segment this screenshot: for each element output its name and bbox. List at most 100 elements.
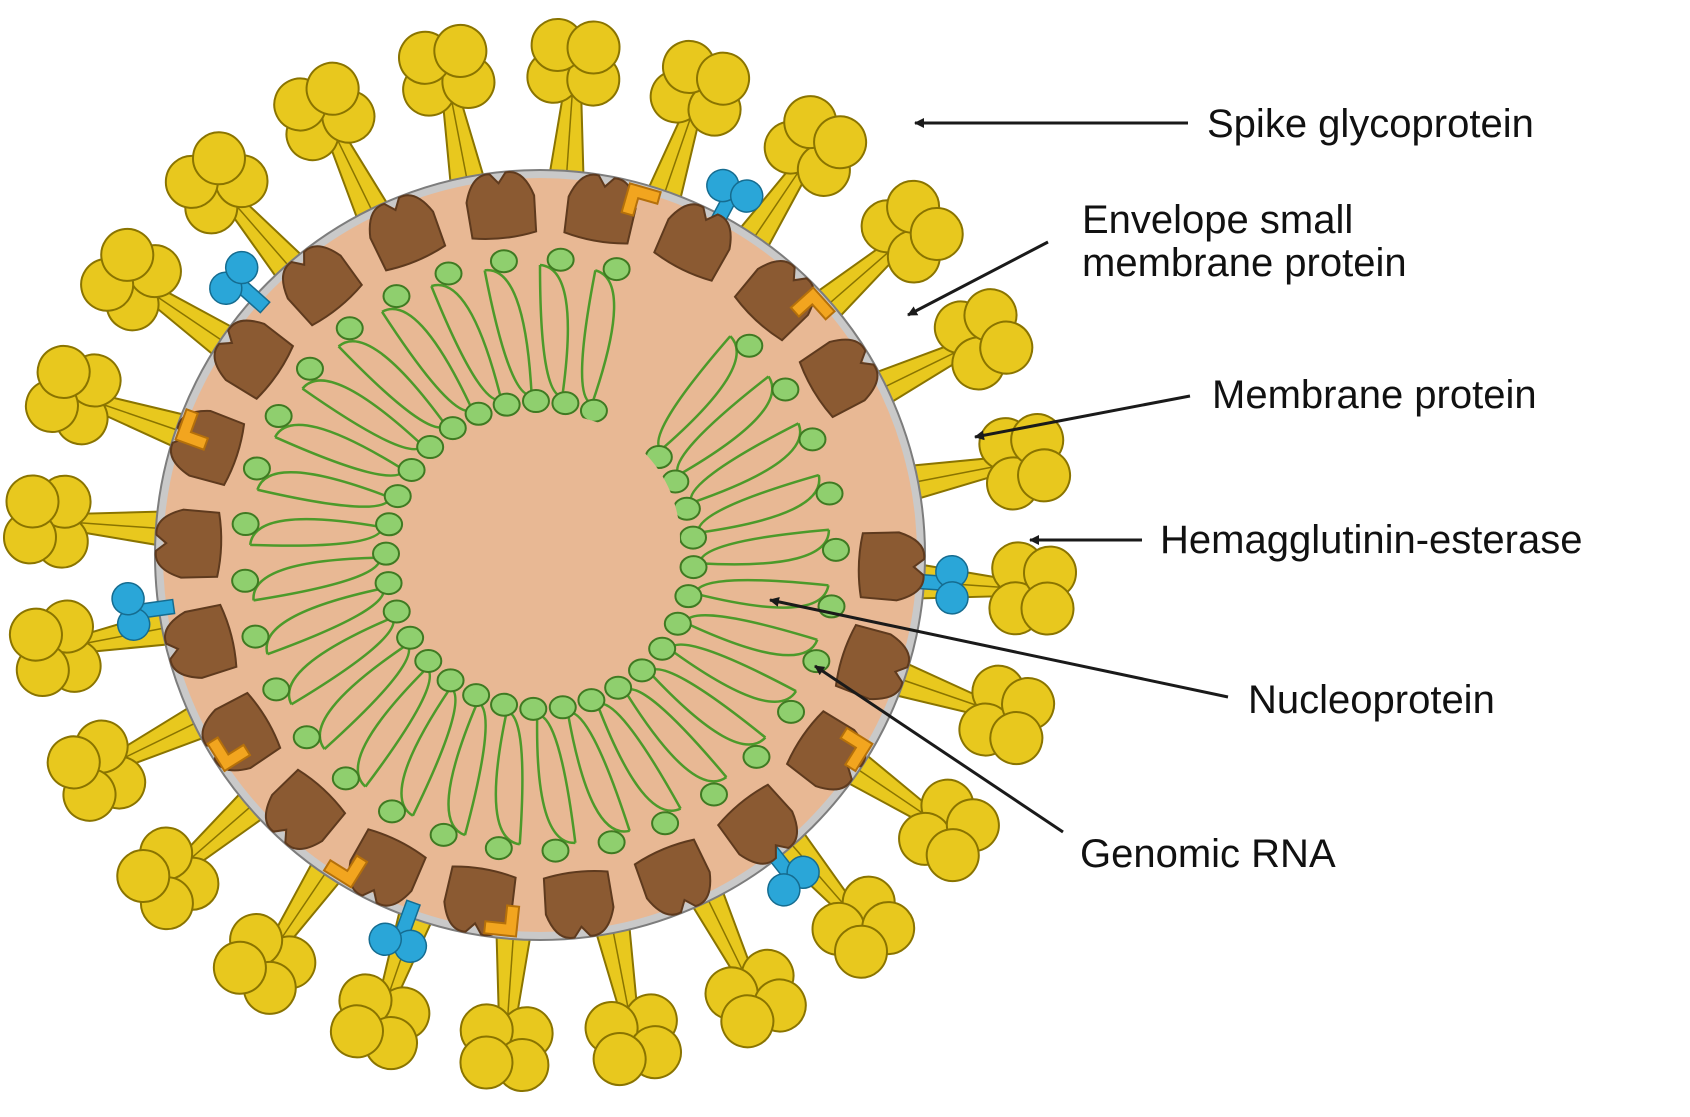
leader-line-genomic-rna <box>814 664 1064 834</box>
nucleoprotein-bead <box>579 398 608 423</box>
membrane-protein-20 <box>282 245 364 327</box>
spike-glycoprotein-7 <box>906 541 1078 636</box>
nucleoprotein-bead <box>374 571 403 596</box>
nucleoprotein-bead <box>397 458 426 483</box>
nucleoprotein-bead <box>295 356 324 381</box>
nucleoprotein-bead <box>434 261 463 286</box>
nucleoprotein-bead <box>489 249 518 274</box>
label-genomic-rna: Genomic RNA <box>1080 832 1336 876</box>
nucleoprotein-bead <box>242 456 271 481</box>
nucleoprotein-bead <box>663 611 692 636</box>
nucleoprotein-bead <box>628 658 657 683</box>
nucleoprotein-bead <box>679 525 708 550</box>
callouts: Spike glycoprotein Envelope small membra… <box>769 102 1582 876</box>
membrane-protein-17 <box>154 508 223 579</box>
label-envelope-line2: membrane protein <box>1082 241 1407 285</box>
envelope-small-protein-4 <box>322 854 369 889</box>
nucleoprotein-bead <box>382 284 411 309</box>
nucleoprotein-bead <box>429 822 458 847</box>
hemagglutinin-esterase-5 <box>111 582 176 641</box>
nucleoprotein-layer <box>231 247 850 863</box>
nucleoprotein-bead <box>548 695 577 720</box>
nucleoprotein-bead <box>490 692 519 717</box>
hemagglutinin-esterase-6 <box>209 250 271 314</box>
nucleoprotein-bead <box>241 624 270 649</box>
membrane-protein-1 <box>563 173 637 245</box>
membrane-protein-11 <box>542 869 615 940</box>
spike-glycoprotein-21 <box>80 227 245 365</box>
label-spike-glycoprotein: Spike glycoprotein <box>1207 102 1534 146</box>
nucleoprotein-bead <box>597 830 626 855</box>
virion <box>2 17 1078 1093</box>
membrane-protein-6 <box>857 531 926 602</box>
membrane-protein-21 <box>368 194 447 272</box>
nucleoprotein-bead <box>674 584 703 609</box>
nucleoprotein-bead <box>383 484 412 509</box>
nucleoprotein-bead <box>231 568 260 593</box>
callout-envelope-small-membrane-protein: Envelope small membrane protein <box>907 198 1407 317</box>
nucleoprotein-bead <box>462 683 491 708</box>
callout-hemagglutinin-esterase: Hemagglutinin-esterase <box>1029 518 1582 562</box>
label-membrane-protein: Membrane protein <box>1212 373 1537 417</box>
leader-line-membrane <box>974 394 1191 441</box>
envelope-small-protein-2 <box>789 286 836 321</box>
spike-glycoprotein-8 <box>882 657 1056 766</box>
envelope-small-protein-5 <box>483 904 521 938</box>
envelope-small-protein-7 <box>839 726 874 773</box>
nucleoprotein-bead <box>292 725 321 750</box>
nucleoprotein-bead <box>699 782 728 807</box>
label-envelope-line1: Envelope small <box>1082 198 1353 242</box>
nucleoprotein-bead <box>771 377 800 402</box>
callout-membrane-protein: Membrane protein <box>974 373 1537 441</box>
spike-glycoprotein-18 <box>8 599 182 697</box>
nucleoprotein-bead <box>546 247 575 272</box>
spike-glycoprotein-13 <box>459 921 554 1093</box>
spike-glycoprotein-4 <box>805 179 964 328</box>
callout-spike-glycoprotein: Spike glycoprotein <box>914 102 1534 146</box>
label-nucleoprotein: Nucleoprotein <box>1248 678 1495 722</box>
label-hemagglutinin-esterase: Hemagglutinin-esterase <box>1160 518 1582 562</box>
nucleoprotein-bead <box>414 649 443 674</box>
nucleoprotein-bead <box>735 333 764 358</box>
nucleoprotein-bead <box>264 404 293 429</box>
leader-line-envelope <box>907 240 1049 317</box>
nucleoprotein-bead <box>492 392 521 417</box>
spike-glycoprotein-2 <box>642 39 751 213</box>
membrane-protein-14 <box>264 768 347 850</box>
membrane-protein-7 <box>834 623 911 701</box>
spike-glycoprotein-23 <box>273 61 396 232</box>
nucleoprotein-bead <box>777 699 806 724</box>
nucleoprotein-bead <box>335 316 364 341</box>
nucleoprotein-bead <box>821 537 850 562</box>
envelope-protein-layer <box>174 182 874 938</box>
nucleoprotein-bead <box>672 496 701 521</box>
callout-genomic-rna: Genomic RNA <box>814 664 1336 876</box>
nucleoprotein-bead <box>577 688 606 713</box>
nucleoprotein-bead <box>551 391 580 416</box>
nucleoprotein-bead <box>602 257 631 282</box>
envelope-small-protein-1 <box>620 182 662 217</box>
spike-glycoprotein-20 <box>24 344 198 453</box>
nucleoprotein-bead <box>382 599 411 624</box>
nucleoprotein-bead <box>648 636 677 661</box>
membrane-protein-9 <box>716 783 798 865</box>
nucleoprotein-bead <box>331 766 360 791</box>
hemagglutinin-esterase-4 <box>368 899 428 964</box>
nucleoprotein-bead <box>262 677 291 702</box>
nucleoprotein-bead <box>802 649 831 674</box>
viral-core <box>430 415 680 665</box>
callout-nucleoprotein: Nucleoprotein <box>769 596 1495 722</box>
membrane-protein-22 <box>465 170 538 241</box>
membrane-protein-19 <box>213 319 295 401</box>
nucleoprotein-bead <box>396 625 425 650</box>
nucleoprotein-bead <box>541 838 570 863</box>
nucleoprotein-bead <box>416 435 445 460</box>
nucleoprotein-bead <box>519 696 548 721</box>
nucleoprotein-bead <box>651 811 680 836</box>
membrane-protein-10 <box>633 838 712 916</box>
spike-glycoprotein-1 <box>526 17 621 189</box>
leader-line-nucleoprotein <box>769 596 1229 699</box>
membrane-protein-4 <box>798 338 879 419</box>
nucleoprotein-bead <box>484 836 513 861</box>
